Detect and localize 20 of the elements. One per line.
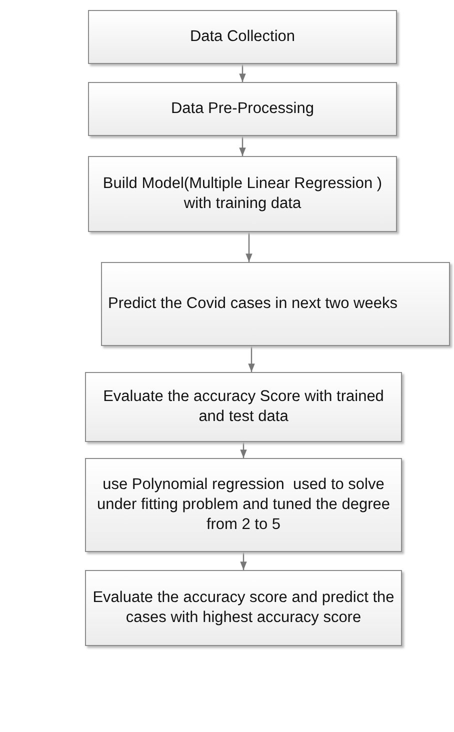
process-box [88, 82, 397, 136]
process-box [85, 458, 402, 552]
arrow [239, 136, 246, 156]
box-text: Data Pre-Processing [170, 98, 314, 119]
arrow [246, 232, 252, 262]
box-text: Evaluate the accuracy score and predict the cases with highest accuracy score [92, 588, 395, 628]
arrow [240, 442, 247, 458]
process-box [85, 570, 402, 646]
arrow [248, 346, 255, 372]
process-box [85, 372, 402, 442]
process-box [88, 156, 397, 232]
box-text: Evaluate the accuracy Score with trained and test data [102, 386, 385, 427]
arrow [239, 64, 246, 82]
process-box [101, 262, 450, 346]
box-text: use Polynomial regression used to solve under fitting problem and tuned the degree from 2 to 5 [96, 474, 391, 536]
box-text: Data Collection [190, 26, 296, 47]
process-box [88, 10, 397, 64]
box-text: Predict the Covid cases in next two weeks [108, 294, 398, 314]
arrow [240, 552, 247, 570]
box-text: Build Model(Multiple Linear Regression ) with training data [102, 174, 384, 214]
